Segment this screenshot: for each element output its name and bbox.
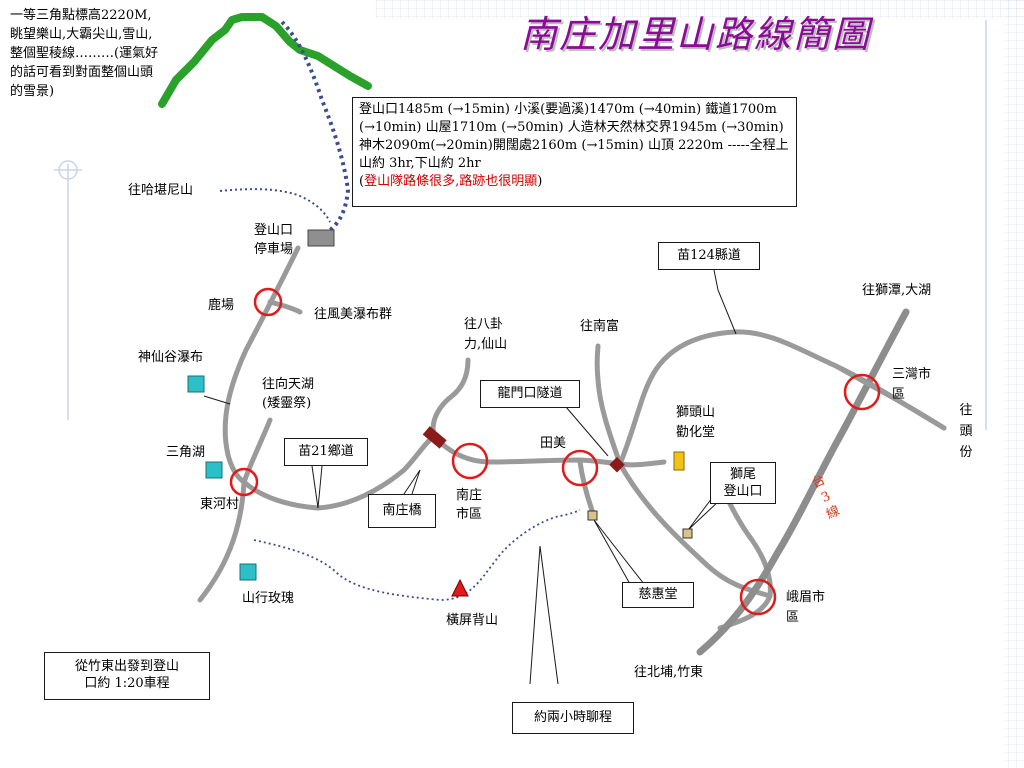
shenxian-falls-marker [187,375,205,393]
road-bagua [430,357,471,439]
box-two-hours: 約兩小時聊程 [512,702,634,734]
label-trailhead-1: 登山口 [254,223,294,238]
label-beipu-zhudong: 往北埔,竹東 [634,665,704,680]
route3-highway [696,308,910,656]
map-title: 南庄加里山路線簡圖 [520,13,871,56]
box-miao21: 苗21鄉道 [284,438,368,466]
label-emei-1: 峨眉市 [786,590,826,605]
label-xiangtian-2: (矮靈祭) [262,396,312,411]
label-toufen: 往 頭 份 [959,403,973,460]
label-shitan-dahu: 往獅潭,大湖 [862,283,932,298]
box-cihui: 慈惠堂 [622,582,694,608]
hakanisan-trail [219,188,331,223]
emei-circle [739,578,777,616]
box-zhudong-drive: 從竹東出發到登山 口約 1:20車程 [44,652,210,700]
tianmei-circle [561,449,599,487]
label-xiangtian-1: 往向天湖 [262,377,315,392]
label-tianmei: 田美 [540,436,567,451]
road-shitou [617,459,667,468]
label-nanfu: 往南富 [580,319,620,334]
sanwan-circle [843,373,881,411]
label-emei-2: 區 [786,610,800,625]
ridge-line [158,13,372,108]
title-grid-band [376,0,1024,18]
hengping-peak-marker [451,578,469,597]
tunnel-marker [609,456,625,473]
box-shiwei: 獅尾 登山口 [710,462,776,504]
road-shiwei [617,461,773,599]
callout-miao21 [311,465,323,509]
road-miao21 [241,433,437,511]
shanxing-rose-marker [239,563,257,581]
label-donghe: 東河村 [200,497,240,512]
label-trailhead-2: 停車場 [254,242,294,257]
label-bagua-2: 力,仙山 [464,337,508,352]
label-fengmei: 往風美瀑布群 [314,307,393,322]
trail-info-box: 登山口1485m (→15min) 小溪(要過溪)1470m (→40min) … [352,97,797,207]
road-emei-loop [721,489,773,599]
callout-two-hours [529,545,559,685]
label-shitoushan-2: 勸化堂 [676,425,716,440]
road-nanzhuang-main [431,433,623,467]
road-cihui [577,459,597,519]
donghe-circle [229,467,259,497]
summit-note: 一等三角點標高2220M,眺望樂山,大霸尖山,雪山,整個聖稜線………(運氣好的話… [10,8,159,99]
callout-cihui [593,519,645,585]
callout-nanzhuang-bridge [403,469,421,495]
road-fengmei [267,299,303,315]
shrine-marker [673,451,685,471]
label-bagua-1: 往八卦 [464,317,504,332]
label-nanzhuang-2: 市區 [456,507,483,522]
trail-warning: 登山隊路條很多,路跡也很明顯 [364,174,538,189]
sanjiao-lake-marker [205,461,223,479]
label-sanwan-2: 區 [892,387,906,402]
label-shenxian: 神仙谷瀑布 [138,350,204,365]
label-sanjiao: 三角湖 [166,445,206,460]
parking-marker [307,229,335,247]
right-grid-band [1004,0,1024,768]
label-hakanisan: 往哈堪尼山 [128,183,194,198]
cihui-marker [587,510,598,521]
label-shanxing-rose: 山行玫瑰 [242,591,295,606]
label-nanzhuang-1: 南庄 [456,488,483,503]
label-hengping: 橫屏背山 [446,613,499,628]
label-shitoushan-1: 獅頭山 [676,405,716,420]
shiwei-marker [682,528,693,539]
box-longmenkou: 龍門口隧道 [480,380,580,408]
callout-miao124 [713,269,737,335]
road-xiangtian [241,417,273,485]
luchang-circle [253,287,283,317]
summit-trail [280,20,351,232]
label-sanwan-1: 三灣市 [892,367,932,382]
box-miao124: 苗124縣道 [658,242,760,270]
callout-longmenkou [559,399,609,457]
label-luchang: 鹿場 [208,298,235,313]
road-nanfu [594,343,623,467]
hengping-trail [253,509,581,601]
bridge-marker [422,426,447,449]
box-nanzhuang-bridge: 南庄橋 [368,494,436,528]
road-trailhead-donghe [222,245,301,485]
trail-info-text: 登山口1485m (→15min) 小溪(要過溪)1470m (→40min) … [359,102,789,171]
nanzhuang-circle [451,442,489,480]
callout-shenxian [203,395,231,405]
